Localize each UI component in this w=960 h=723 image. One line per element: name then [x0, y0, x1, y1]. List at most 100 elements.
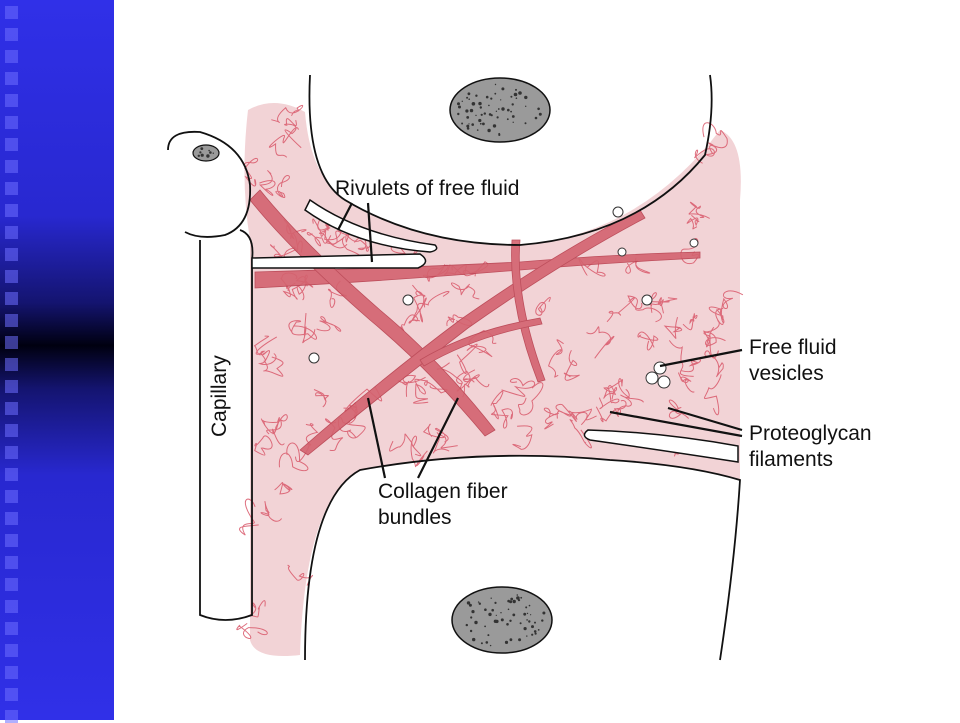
- cell-outlines: [167, 74, 741, 661]
- filament: [318, 219, 342, 245]
- filament: [295, 423, 319, 462]
- side-bar-square: [5, 160, 18, 173]
- side-bar-square: [5, 314, 18, 327]
- filament: [259, 170, 276, 196]
- nucleus-speckle: [475, 94, 478, 97]
- filament: [543, 407, 559, 430]
- filament: [703, 331, 726, 359]
- filament: [563, 349, 580, 381]
- nucleus-speckle: [507, 599, 510, 603]
- rivulet-lower: [583, 429, 739, 463]
- slide-side-bar: [0, 0, 114, 723]
- nucleus-speckle: [507, 108, 510, 112]
- nucleus-speckle: [524, 613, 527, 615]
- side-bar-square: [5, 6, 18, 19]
- filament: [287, 564, 313, 586]
- filament: [271, 105, 304, 123]
- nucleus-speckle: [200, 147, 204, 151]
- nucleus-speckle: [470, 616, 473, 619]
- nucleus-speckle: [528, 604, 531, 607]
- capillary-outline: [199, 229, 254, 621]
- filament: [316, 316, 342, 332]
- collagen-bundle-diagonal-3: [511, 239, 546, 383]
- filament: [414, 378, 448, 394]
- nucleus-speckle: [513, 92, 518, 97]
- side-bar-square: [5, 622, 18, 635]
- side-bar-square: [5, 600, 18, 613]
- proteoglycan-leader-1: [667, 406, 743, 432]
- nucleus-speckle: [482, 122, 485, 126]
- side-bar-square: [5, 182, 18, 195]
- endothelial-cell-outline: [167, 130, 251, 238]
- filament: [703, 320, 720, 348]
- free-fluid-label-line1: Free fluid: [749, 336, 837, 359]
- nucleus-speckle: [525, 105, 527, 108]
- nucleus-speckle: [495, 110, 498, 113]
- filament: [412, 383, 429, 404]
- filament: [646, 292, 678, 313]
- nucleus-speckle: [524, 122, 527, 125]
- nucleus-speckle: [479, 106, 482, 109]
- nucleus-speckle: [531, 625, 534, 629]
- filament: [336, 230, 369, 252]
- vesicle: [641, 294, 653, 306]
- nucleus-speckle: [208, 149, 210, 152]
- nucleus-speckle: [488, 104, 490, 107]
- filament: [625, 257, 651, 274]
- filament: [253, 335, 270, 363]
- nucleus-speckle: [206, 154, 210, 158]
- side-bar-square: [5, 556, 18, 569]
- vesicle: [308, 352, 320, 364]
- filament: [598, 387, 620, 410]
- nucleus-speckle: [471, 610, 475, 614]
- filament: [422, 423, 449, 443]
- nucleus-speckle: [489, 644, 492, 647]
- nucleus-speckle: [537, 107, 540, 111]
- filament: [410, 435, 428, 468]
- nucleus-speckle: [485, 641, 489, 644]
- nucleus-speckle: [471, 102, 476, 106]
- filament: [412, 284, 426, 323]
- nucleus-speckle: [501, 107, 505, 111]
- nucleus-speckle: [501, 87, 505, 91]
- nucleus-speckle: [500, 99, 502, 101]
- side-bar-square: [5, 50, 18, 63]
- side-bar-square: [5, 72, 18, 85]
- free-fluid-vesicles: [308, 206, 699, 389]
- filament: [288, 320, 317, 340]
- nucleus-speckle: [520, 596, 523, 599]
- filament: [325, 418, 344, 451]
- filament: [313, 389, 329, 408]
- upper-nucleus: [449, 77, 551, 143]
- filament: [595, 400, 627, 423]
- rivulets-label: Rivulets of free fluid: [335, 177, 520, 200]
- filament: [607, 378, 644, 403]
- nucleus-speckle: [494, 601, 497, 605]
- nucleus-speckle: [541, 619, 544, 622]
- filament: [627, 295, 662, 323]
- filament: [302, 313, 316, 344]
- nucleus-speckle: [492, 124, 497, 128]
- free-fluid-label-line2: vesicles: [749, 362, 824, 385]
- nucleus-speckle: [457, 112, 460, 116]
- nucleus-speckle: [506, 623, 509, 626]
- nucleus-speckle: [475, 114, 477, 117]
- nucleus-speckle: [515, 97, 518, 99]
- side-bar-square: [5, 644, 18, 657]
- nucleus-speckle: [500, 618, 504, 622]
- nucleus-speckle: [504, 640, 509, 645]
- filament: [703, 374, 722, 416]
- nucleus-speckle: [469, 108, 474, 113]
- filament: [456, 343, 487, 374]
- side-bar-square: [5, 116, 18, 129]
- collagen-leader-1: [366, 397, 387, 479]
- side-bar-square: [5, 270, 18, 283]
- side-bar-square: [5, 446, 18, 459]
- nucleus-speckle: [467, 92, 471, 96]
- filament: [606, 297, 636, 323]
- nucleus-speckle: [469, 629, 473, 633]
- side-bar-square: [5, 336, 18, 349]
- side-bar-squares: [5, 0, 21, 723]
- fluid-rivulets: [251, 198, 739, 463]
- nucleus-speckle: [466, 601, 471, 605]
